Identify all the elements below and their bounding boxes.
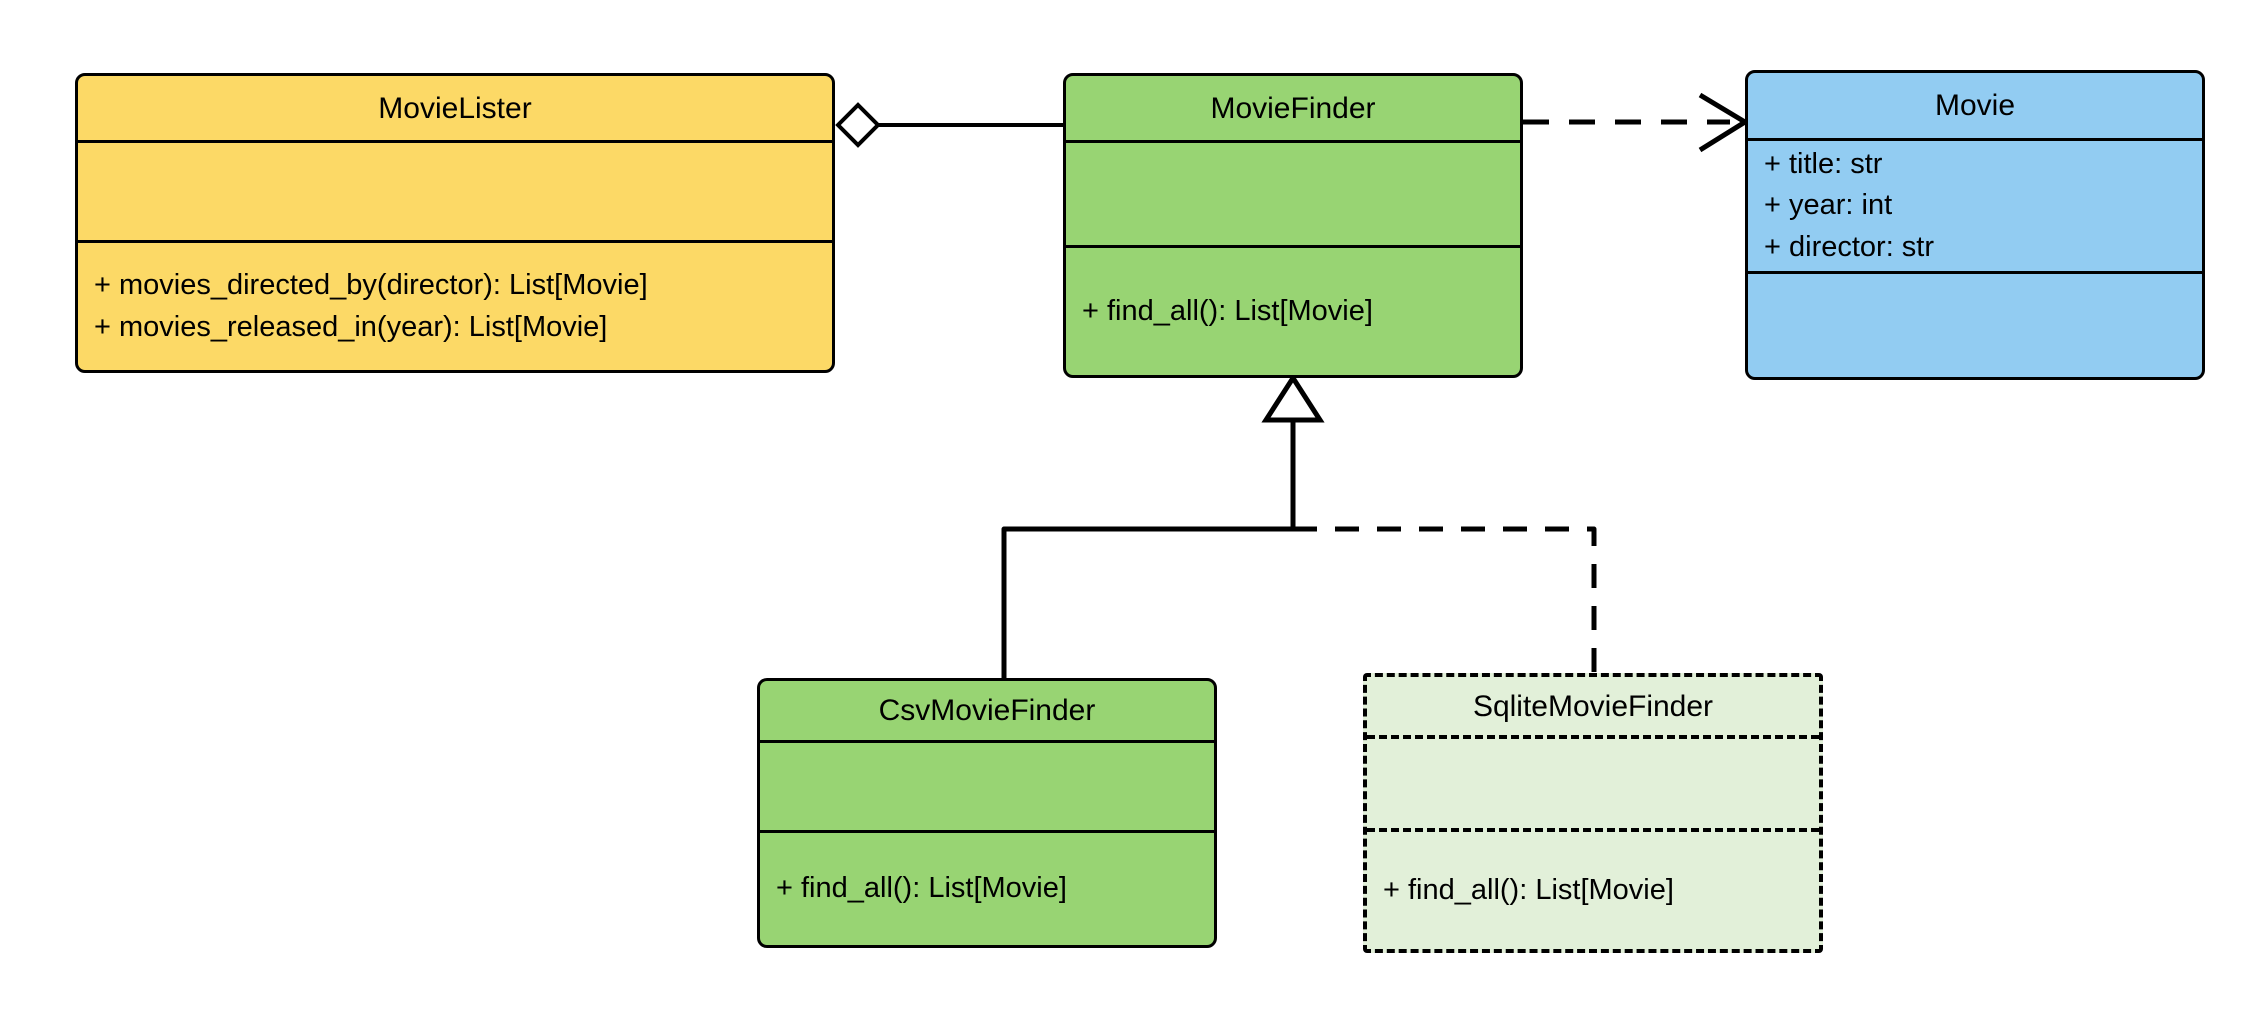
generalization-branch-csv [1001, 526, 1293, 678]
class-method: + movies_directed_by(director): List[Mov… [94, 269, 648, 302]
class-methods-compartment: + find_all(): List[Movie] [1066, 248, 1520, 375]
class-attributes-compartment [1367, 739, 1819, 832]
class-method: + find_all(): List[Movie] [1383, 873, 1674, 906]
class-box-movie-finder[interactable]: MovieFinder + find_all(): List[Movie] [1063, 73, 1523, 378]
class-attribute: + title: str [1764, 148, 1883, 181]
class-attribute: + year: int [1764, 189, 1893, 222]
class-attributes-compartment [1066, 143, 1520, 248]
class-attribute: + director: str [1764, 230, 1935, 263]
class-box-movie[interactable]: Movie + title: str + year: int + directo… [1745, 70, 2205, 380]
class-title-compartment: MovieLister [78, 76, 832, 143]
class-attributes-compartment: + title: str + year: int + director: str [1748, 141, 2202, 274]
class-attributes-compartment [760, 743, 1214, 833]
class-name-movie: Movie [1934, 89, 2016, 122]
hollow-diamond-marker [835, 102, 881, 148]
class-methods-compartment: + movies_directed_by(director): List[Mov… [78, 243, 832, 370]
class-title-compartment: SqliteMovieFinder [1367, 677, 1819, 739]
class-method: + find_all(): List[Movie] [1082, 294, 1373, 327]
class-attributes-compartment [78, 143, 832, 243]
class-method: + movies_released_in(year): List[Movie] [94, 310, 608, 343]
class-name-csv-movie-finder: CsvMovieFinder [878, 694, 1096, 727]
relationship-aggregation-lister-finder [835, 102, 1063, 148]
class-name-movie-lister: MovieLister [378, 91, 532, 125]
class-method: + find_all(): List[Movie] [776, 872, 1067, 905]
open-arrow-marker [1698, 92, 1750, 153]
class-name-sqlite-movie-finder: SqliteMovieFinder [1472, 689, 1714, 723]
class-methods-compartment: + find_all(): List[Movie] [1367, 832, 1819, 949]
hollow-triangle-marker [1261, 373, 1325, 423]
class-title-compartment: MovieFinder [1066, 76, 1520, 143]
relationship-dependency-finder-movie [1523, 92, 1750, 153]
relationship-generalization-tree [1001, 373, 1597, 678]
class-title-compartment: CsvMovieFinder [760, 681, 1214, 743]
generalization-branch-sqlite [1293, 526, 1597, 673]
class-box-sqlite-movie-finder[interactable]: SqliteMovieFinder + find_all(): List[Mov… [1363, 673, 1823, 953]
class-title-compartment: Movie [1748, 73, 2202, 141]
class-methods-compartment: + find_all(): List[Movie] [760, 833, 1214, 945]
class-box-csv-movie-finder[interactable]: CsvMovieFinder + find_all(): List[Movie] [757, 678, 1217, 948]
class-name-movie-finder: MovieFinder [1210, 91, 1376, 125]
class-box-movie-lister[interactable]: MovieLister + movies_directed_by(directo… [75, 73, 835, 373]
class-methods-compartment [1748, 274, 2202, 377]
